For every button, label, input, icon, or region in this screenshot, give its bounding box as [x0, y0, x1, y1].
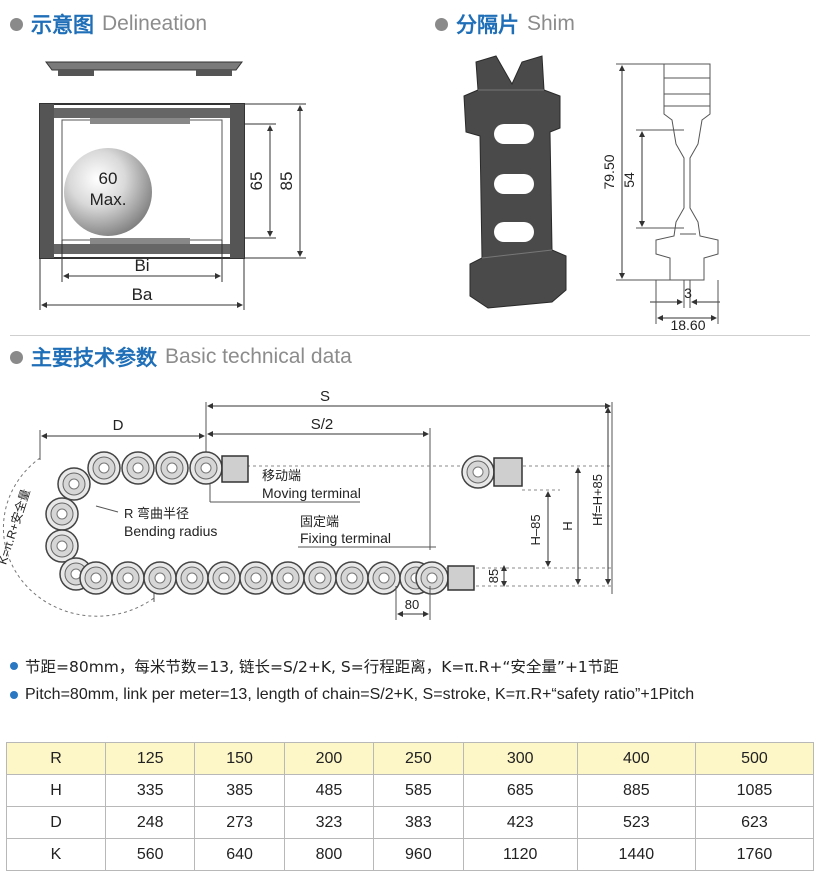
table-cell: 273 [194, 806, 285, 839]
table-cell: 500 [694, 742, 815, 775]
title-zh: 示意图 [31, 13, 94, 37]
table-cell: 150 [194, 742, 285, 775]
table-cell: 125 [104, 742, 196, 775]
table-cell: 585 [373, 774, 464, 807]
table-cell: 1440 [576, 838, 696, 871]
title-zh: 主要技术参数 [31, 346, 157, 370]
table-cell: 200 [283, 742, 375, 775]
table-cell: K [6, 838, 106, 871]
table-cell: 485 [283, 774, 375, 807]
section-title-basic: 主要技术参数 Basic technical data [10, 342, 352, 372]
note-en: Pitch=80mm, link per meter=13, length of… [10, 686, 694, 704]
cover-clip [196, 70, 232, 76]
section-title-shim: 分隔片 Shim [435, 9, 575, 39]
table-cell: 623 [694, 806, 815, 839]
table-cell: R [6, 742, 106, 775]
dim-85: 85 [277, 172, 296, 191]
table-cell: 1120 [462, 838, 578, 871]
dim-d: D [113, 417, 124, 434]
table-cell: 323 [283, 806, 375, 839]
note-zh: 节距=80mm，每米节数=13, 链长=S/2+K, S=行程距离，K=π.R+… [10, 655, 619, 677]
table-cell: 248 [104, 806, 196, 839]
dim-s: S [320, 388, 330, 405]
bullet-icon [10, 691, 18, 699]
max-value: 60 [99, 169, 118, 188]
divider [10, 335, 810, 336]
shim-dim-slot-width: 3 [684, 285, 692, 301]
side-view-link [461, 455, 495, 489]
table-cell: 335 [104, 774, 196, 807]
table-cell: 523 [576, 806, 696, 839]
dim-s-half: S/2 [311, 416, 334, 433]
table-cell: 960 [373, 838, 464, 871]
max-sphere [64, 148, 152, 236]
fixing-terminal-en: Fixing terminal [300, 530, 391, 546]
table-cell: 640 [194, 838, 285, 871]
moving-end-bracket [221, 455, 249, 483]
shim-dim-total-width: 18.60 [670, 317, 705, 330]
shim-diagram: 79.50 54 3 18.60 [463, 55, 720, 330]
section-title-delineation: 示意图 Delineation [10, 9, 207, 39]
bullet-icon [10, 350, 23, 364]
moving-terminal-zh: 移动端 [262, 468, 301, 483]
delineation-diagram: 60 Max. 65 85 Bi Ba [39, 61, 306, 310]
table-row-r: R 125 150 200 250 300 400 500 [6, 742, 815, 775]
table-cell: 300 [462, 742, 578, 775]
chain-upper-run [87, 451, 223, 485]
table-cell: 885 [576, 774, 696, 807]
table-cell: 423 [462, 806, 578, 839]
fixing-terminal-zh: 固定端 [300, 514, 339, 529]
shim-profile [655, 63, 719, 281]
table-row-d: D 248 273 323 383 423 523 623 [6, 806, 815, 839]
note-en-text: Pitch=80mm, link per meter=13, length of… [25, 686, 695, 703]
dim-h-minus-85: H–85 [528, 514, 543, 545]
moving-terminal-en: Moving terminal [262, 485, 361, 501]
cover-plate [45, 61, 243, 71]
table-cell: 250 [373, 742, 464, 775]
bullet-icon [10, 662, 18, 670]
note-zh-text: 节距=80mm，每米节数=13, 链长=S/2+K, S=行程距离，K=π.R+… [25, 658, 619, 676]
title-en: Basic technical data [165, 345, 352, 368]
side-view-bracket [493, 457, 523, 487]
shim-slot [494, 222, 534, 242]
table-cell: D [6, 806, 106, 839]
table-row-k: K 560 640 800 960 1120 1440 1760 [6, 838, 815, 871]
table-row-h: H 335 385 485 585 685 885 1085 [6, 774, 815, 807]
table-cell: 1760 [694, 838, 815, 871]
table-cell: 800 [283, 838, 375, 871]
table-cell: 560 [104, 838, 196, 871]
title-zh: 分隔片 [456, 13, 519, 37]
table-cell: 385 [194, 774, 285, 807]
table-cell: H [6, 774, 106, 807]
dim-h: H [560, 521, 575, 530]
title-en: Shim [527, 12, 575, 35]
dim-85-right: 85 [486, 569, 501, 583]
title-en: Delineation [102, 12, 208, 35]
table-cell: 400 [576, 742, 696, 775]
spec-table: R 125 150 200 250 300 400 500 H 335 385 … [6, 742, 815, 871]
fixed-end-bracket [447, 565, 475, 591]
max-label: Max. [90, 190, 127, 209]
shim-slot [494, 174, 534, 194]
shim-dim-inner-height: 54 [621, 172, 637, 188]
dim-80: 80 [405, 597, 419, 612]
chain-lower-run [79, 561, 449, 595]
dim-bi: Bi [134, 256, 149, 275]
chain-diagram: S S/2 D K=π.R+安全量 移动端 Moving terminal R … [0, 388, 613, 620]
bullet-icon [435, 17, 448, 31]
shim-dim-total-height: 79.50 [601, 154, 617, 189]
bending-radius-en: Bending radius [124, 523, 217, 539]
bullet-icon [10, 17, 23, 31]
cover-clip [58, 70, 94, 76]
table-cell: 383 [373, 806, 464, 839]
dim-65: 65 [247, 172, 266, 191]
dim-ba: Ba [132, 285, 153, 304]
table-cell: 1085 [694, 774, 815, 807]
bending-radius-zh: R 弯曲半径 [124, 506, 189, 521]
k-formula: K=π.R+安全量 [0, 487, 33, 566]
shim-slot [494, 124, 534, 144]
table-cell: 685 [462, 774, 578, 807]
dim-hf: Hf=H+85 [590, 474, 605, 526]
